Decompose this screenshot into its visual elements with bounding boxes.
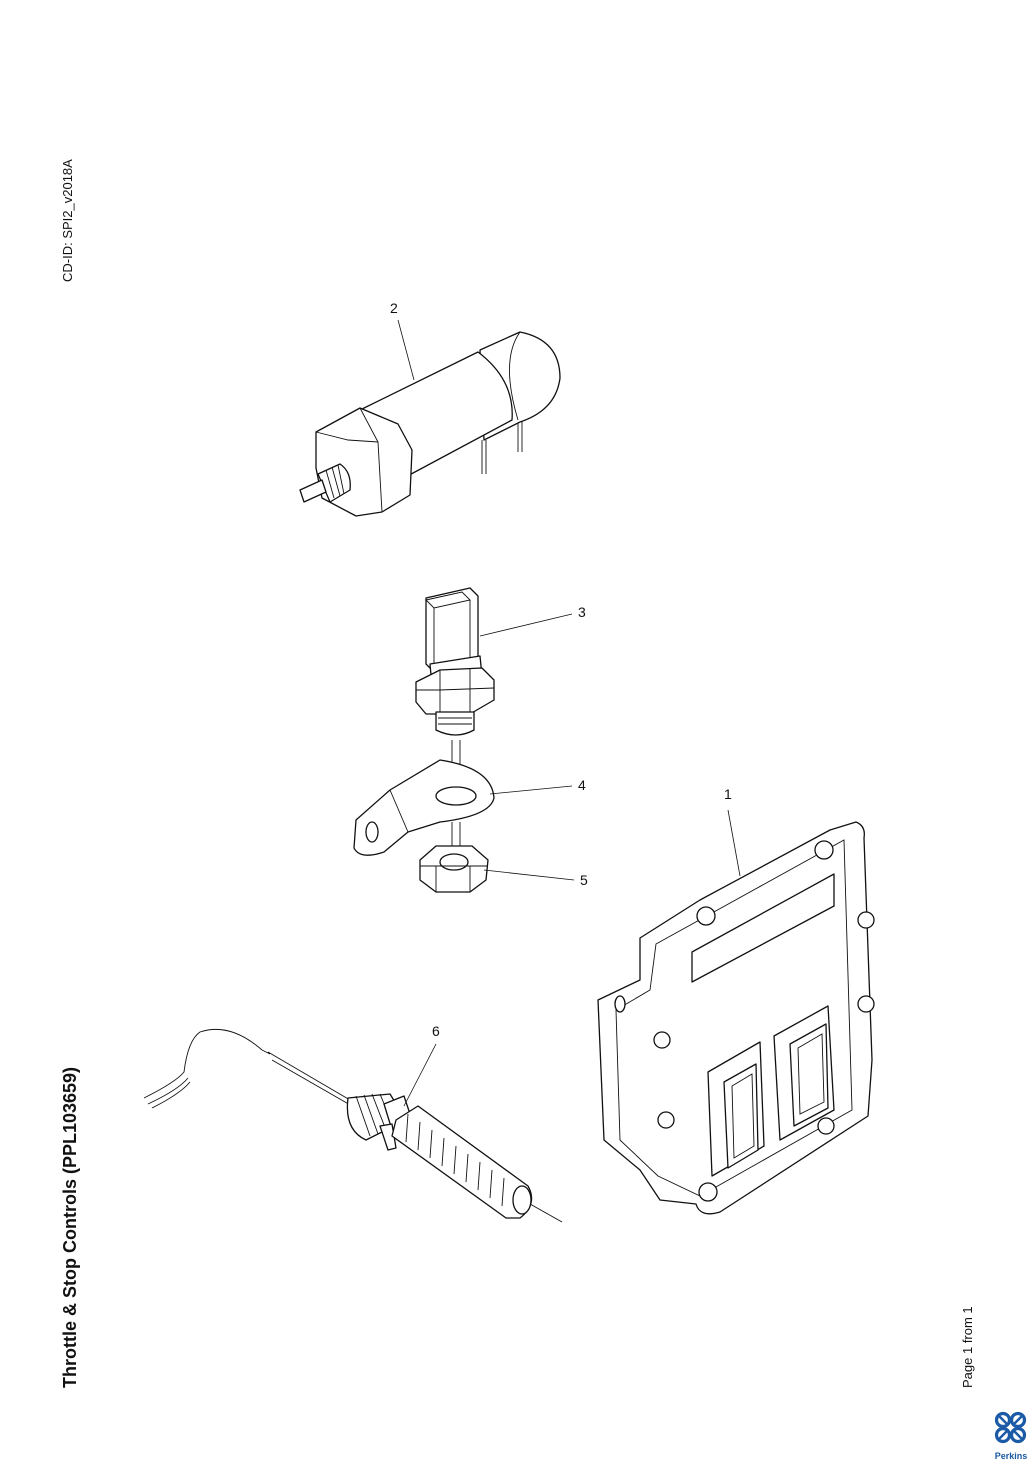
leader-line-5	[483, 869, 575, 881]
part-5-nut	[419, 845, 489, 893]
callout-3: 3	[578, 604, 586, 620]
part-1-ecm	[597, 821, 875, 1215]
leader-line-1	[727, 809, 741, 877]
brand-name: Perkins	[994, 1451, 1028, 1461]
part-3-pressure-sensor	[415, 587, 495, 790]
callout-5: 5	[580, 872, 588, 888]
part-6-speed-sensor	[143, 1028, 563, 1223]
callout-1: 1	[724, 786, 732, 802]
perkins-logo-icon	[994, 1411, 1027, 1444]
callout-6: 6	[432, 1023, 440, 1039]
leader-line-4	[489, 785, 573, 795]
leader-line-6	[403, 1043, 437, 1107]
leader-line-2	[397, 319, 415, 381]
part-4-bracket	[353, 759, 495, 856]
callout-4: 4	[578, 777, 586, 793]
callout-2: 2	[390, 300, 398, 316]
perkins-logo: Perkins	[990, 1411, 1032, 1461]
part-2-stop-solenoid	[299, 331, 561, 517]
leader-line-3	[479, 613, 573, 637]
